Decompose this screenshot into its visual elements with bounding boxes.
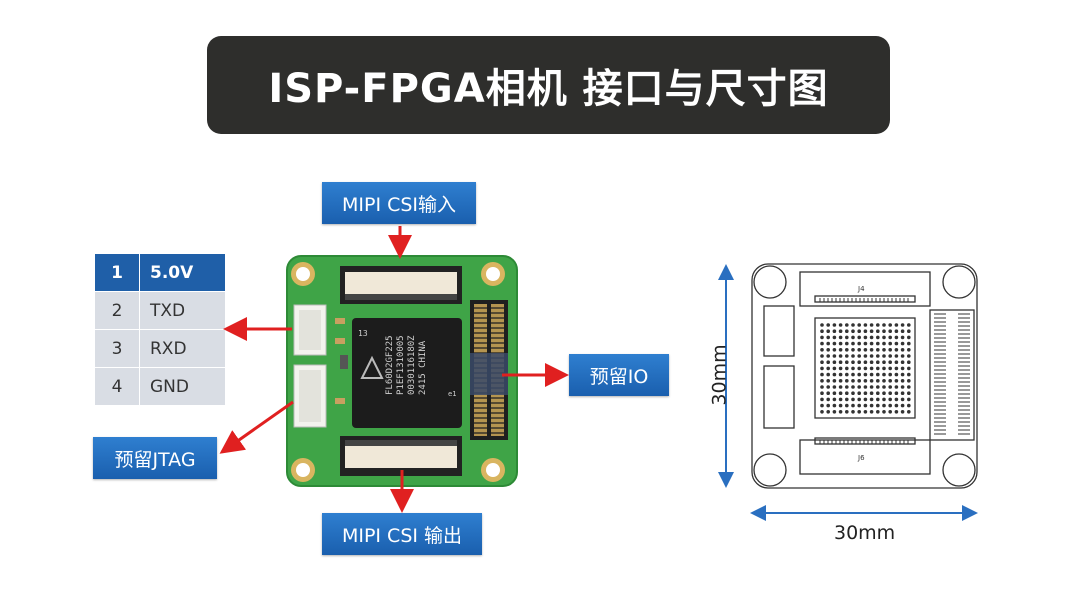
chip-text-line3: 0030116180Z (407, 335, 417, 395)
dimension-drawing (751, 263, 978, 489)
title-banner: ISP-FPGA相机 接口与尺寸图 (207, 36, 890, 134)
reserved-jtag-label: 预留JTAG (93, 437, 217, 479)
page-title: ISP-FPGA相机 接口与尺寸图 (268, 66, 829, 112)
pin-signal: GND (139, 367, 226, 406)
chip-text-line1: FL60D2GF225 (385, 335, 395, 395)
callout-arrows (219, 226, 569, 513)
pin-number: 2 (94, 291, 140, 330)
mipi-input-label-text: MIPI CSI输入 (341, 193, 457, 216)
reserved-io-label-text: 预留IO (589, 365, 649, 388)
chip-mark: 13 (358, 329, 368, 338)
chip-text-line2: P1EF1310005 (396, 335, 406, 395)
pin-table: 1 5.0V 2 TXD 3 RXD 4 GND (94, 253, 226, 406)
mipi-input-label: MIPI CSI输入 (322, 182, 476, 224)
pcb-board: 13 e1 FL60D2GF225 P1EF1310005 0030116180… (286, 255, 518, 487)
bga-ball-grid (820, 323, 911, 414)
pin-signal: TXD (139, 291, 226, 330)
dimension-arrows (718, 264, 978, 521)
width-dimension-label: 30mm (834, 522, 896, 544)
connector-pin-rows (819, 298, 970, 444)
mipi-input-connector (340, 266, 462, 304)
pin-number: 1 (94, 253, 140, 292)
jtag-connector (293, 364, 327, 428)
mipi-output-label: MIPI CSI 输出 (322, 513, 482, 555)
uart-connector (293, 304, 327, 356)
height-dimension-label: 30mm (708, 344, 731, 406)
j4-label: J4 (857, 285, 865, 293)
pin-row: 3 RXD (94, 329, 226, 368)
mipi-output-connector (340, 436, 462, 476)
mipi-output-label-text: MIPI CSI 输出 (341, 524, 463, 547)
pin-row: 4 GND (94, 367, 226, 406)
mounting-holes (291, 262, 505, 482)
chip-pin1-mark: e1 (448, 390, 456, 398)
pin-number: 3 (94, 329, 140, 368)
j6-label: J6 (857, 454, 865, 462)
pin-row: 1 5.0V (94, 253, 226, 292)
pin-signal: RXD (139, 329, 226, 368)
reserved-io-label: 预留IO (569, 354, 669, 396)
pin-signal: 5.0V (139, 253, 226, 292)
fpga-chip: 13 e1 FL60D2GF225 P1EF1310005 0030116180… (352, 318, 462, 428)
reserved-jtag-label-text: 预留JTAG (114, 448, 196, 471)
io-connector (470, 300, 508, 440)
chip-text-line4: 2415 CHINA (418, 340, 428, 395)
pin-row: 2 TXD (94, 291, 226, 330)
